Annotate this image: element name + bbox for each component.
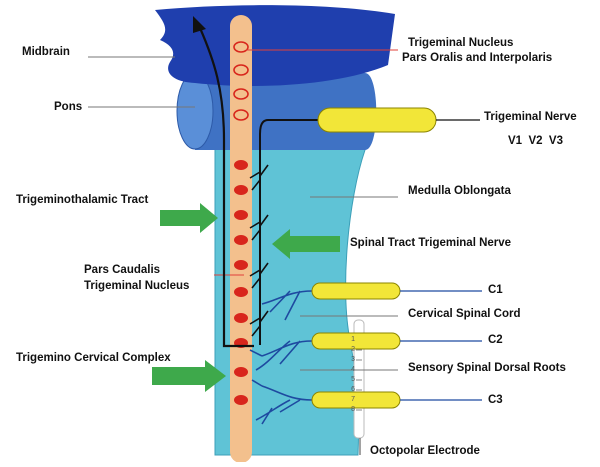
trigemino-cervical-complex-label: Trigemino Cervical Complex — [16, 351, 171, 365]
midbrain-shape — [155, 5, 395, 86]
trigeminal-nerve-label: Trigeminal Nerve — [484, 110, 577, 124]
midbrain-label: Midbrain — [22, 45, 70, 59]
nerve-connector-lines — [400, 120, 482, 400]
electrode-contact-numbers: 1 2 3 4 5 6 7 8 — [343, 335, 355, 415]
trigeminal-branches-label: V1 V2 V3 — [508, 134, 563, 148]
pars-caudalis-label-line1: Pars Caudalis — [84, 263, 160, 277]
trigeminothalamic-tract-label: Trigeminothalamic Tract — [16, 193, 148, 207]
electrode-contact-number: 1 — [343, 335, 355, 345]
electrode-contact-number: 2 — [343, 345, 355, 355]
pons-end-cap — [177, 73, 213, 149]
electrode-contact-number: 7 — [343, 395, 355, 405]
electrode-contact-number: 3 — [343, 355, 355, 365]
electrode-contact-number: 8 — [343, 405, 355, 415]
spinal-tract-label: Spinal Tract Trigeminal Nerve — [350, 236, 511, 250]
cervical-spinal-cord-label: Cervical Spinal Cord — [408, 307, 520, 321]
sensory-dorsal-roots-label: Sensory Spinal Dorsal Roots — [408, 361, 566, 375]
pons-label: Pons — [54, 100, 82, 114]
c3-label: C3 — [488, 393, 503, 407]
medulla-oblongata-label: Medulla Oblongata — [408, 184, 511, 198]
trigeminothalamic-arrow — [160, 203, 218, 233]
electrode-contact-number: 6 — [343, 385, 355, 395]
electrode-contact-number: 5 — [343, 375, 355, 385]
c1-label: C1 — [488, 283, 503, 297]
pars-caudalis-label-line2: Trigeminal Nucleus — [84, 279, 189, 293]
octopolar-electrode-label: Octopolar Electrode — [370, 444, 480, 458]
c2-label: C2 — [488, 333, 503, 347]
electrode-contact-number: 4 — [343, 365, 355, 375]
trigeminal-nucleus-label-line2: Pars Oralis and Interpolaris — [402, 51, 552, 65]
trigeminal-nucleus-label-line1: Trigeminal Nucleus — [408, 36, 513, 50]
